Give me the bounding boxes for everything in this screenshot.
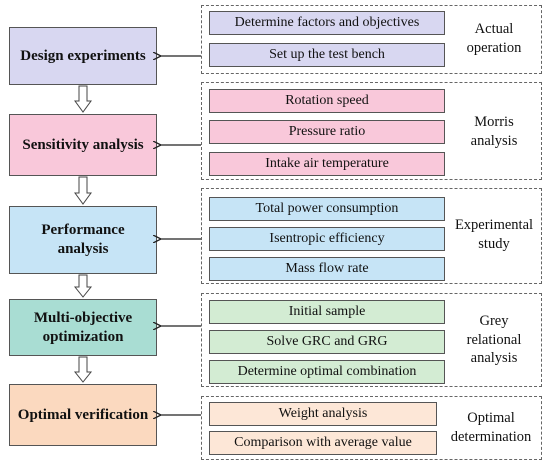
item-pressure-ratio: Pressure ratio (209, 120, 445, 144)
item-initial-sample: Initial sample (209, 300, 445, 324)
group-performance (201, 188, 542, 284)
method-label-optimal-determination: Optimal determination (450, 410, 532, 445)
stage-title: Performance analysis (41, 222, 125, 257)
stage-title: Optimal verification (17, 406, 149, 423)
item-determine-factors: Determine factors and objectives (209, 11, 445, 35)
group-verification (201, 396, 542, 460)
down-arrow-4 (73, 356, 93, 383)
stage-multi-objective-optimization: Multi-objective optimization (9, 299, 157, 356)
item-weight-analysis: Weight analysis (209, 402, 437, 426)
stage-title: Multi-objective optimization (33, 309, 133, 345)
stage-sensitivity-analysis: Sensitivity analysis (9, 114, 157, 176)
item-test-bench: Set up the test bench (209, 43, 445, 67)
item-total-power-consumption: Total power consumption (209, 197, 445, 221)
down-arrow-3 (73, 274, 93, 298)
stage-title: Sensitivity analysis (22, 136, 144, 153)
method-label-morris-analysis: Morris analysis (470, 114, 518, 149)
group-optimization (201, 293, 542, 387)
stage-optimal-verification: Optimal verification (9, 384, 157, 446)
item-determine-optimal-combination: Determine optimal combination (209, 360, 445, 384)
item-solve-grc-grg: Solve GRC and GRG (209, 330, 445, 354)
item-rotation-speed: Rotation speed (209, 89, 445, 113)
method-label-actual-operation: Actual operation (466, 21, 522, 56)
item-isentropic-efficiency: Isentropic efficiency (209, 227, 445, 251)
group-sensitivity (201, 82, 542, 180)
item-mass-flow-rate: Mass flow rate (209, 257, 445, 281)
down-arrow-2 (74, 176, 92, 205)
stage-performance-analysis: Performance analysis (9, 206, 157, 274)
item-intake-air-temperature: Intake air temperature (209, 152, 445, 176)
item-comparison-average: Comparison with average value (209, 431, 437, 455)
down-arrow-1 (74, 85, 92, 113)
stage-design-experiments: Design experiments (9, 27, 157, 85)
method-label-experimental-study: Experimental study (454, 217, 534, 252)
method-label-grey-relational-analysis: Grey relational analysis (466, 312, 522, 367)
group-design (201, 5, 542, 74)
stage-title: Design experiments (20, 47, 146, 64)
